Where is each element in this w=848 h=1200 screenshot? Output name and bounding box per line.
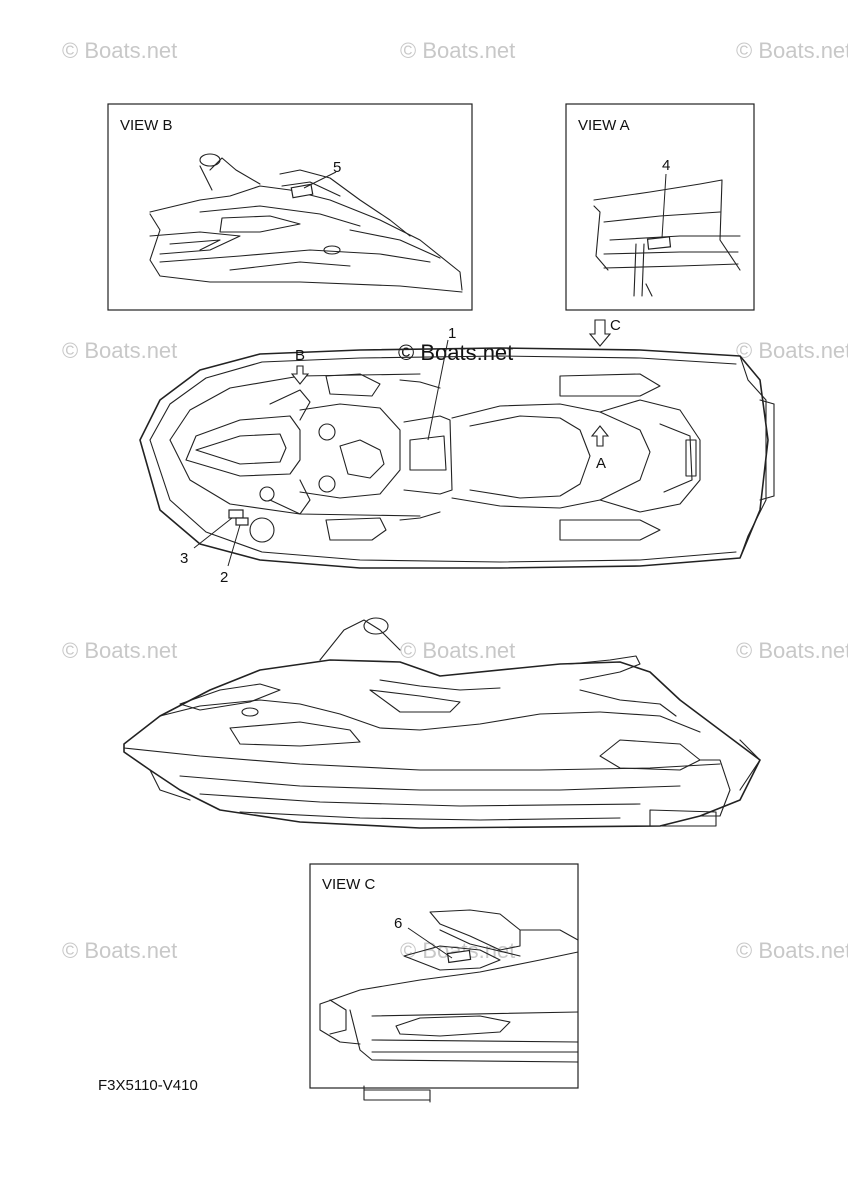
view-c-drawing — [319, 909, 579, 1103]
view-c-title: VIEW C — [322, 876, 376, 893]
watermark: © Boats.net — [736, 338, 848, 363]
decal-4 — [646, 236, 672, 250]
part-code: F3X5110-V410 — [98, 1077, 198, 1094]
watermark: © Boats.net — [736, 938, 848, 963]
view-b-title: VIEW B — [120, 117, 173, 134]
arrow-c-label: C — [610, 317, 621, 334]
arrow-c: C — [588, 317, 621, 347]
view-c-frame — [309, 863, 579, 1089]
watermark: © Boats.net — [62, 938, 177, 963]
view-a-drawing — [593, 179, 741, 297]
view-b-drawing — [149, 153, 463, 293]
callout-2: 2 — [220, 569, 228, 586]
watermark: © Boats.net — [62, 338, 177, 363]
watermark: © Boats.net — [400, 638, 515, 663]
view-a-frame — [565, 103, 755, 311]
view-c-panel: VIEW C 6 — [309, 863, 579, 1103]
top-view — [139, 347, 775, 569]
view-a-panel: VIEW A 4 — [565, 103, 755, 311]
watermark: © Boats.net — [400, 38, 515, 63]
callout-5: 5 — [333, 159, 341, 176]
decal-6 — [446, 949, 472, 964]
arrow-b: B — [290, 347, 310, 385]
view-a-title: VIEW A — [578, 117, 630, 134]
watermark: © Boats.net — [736, 38, 848, 63]
decal-5 — [290, 183, 314, 199]
view-b-frame — [107, 103, 473, 311]
callout-3: 3 — [180, 550, 188, 567]
side-view — [123, 617, 761, 829]
decal-2 — [235, 517, 249, 526]
view-b-panel: VIEW B 5 — [107, 103, 473, 311]
watermark: © Boats.net — [62, 638, 177, 663]
watermark-center: © Boats.net — [398, 340, 513, 365]
callout-6: 6 — [394, 915, 402, 932]
callout-4: 4 — [662, 157, 670, 174]
watermarks: © Boats.net © Boats.net © Boats.net © Bo… — [62, 38, 848, 963]
arrow-b-label: B — [295, 347, 305, 364]
arrow-a-label: A — [596, 455, 606, 472]
arrow-a: A — [590, 425, 610, 472]
decal-3 — [228, 509, 244, 519]
watermark: © Boats.net — [62, 38, 177, 63]
watermark: © Boats.net — [736, 638, 848, 663]
callout-1: 1 — [448, 325, 456, 342]
